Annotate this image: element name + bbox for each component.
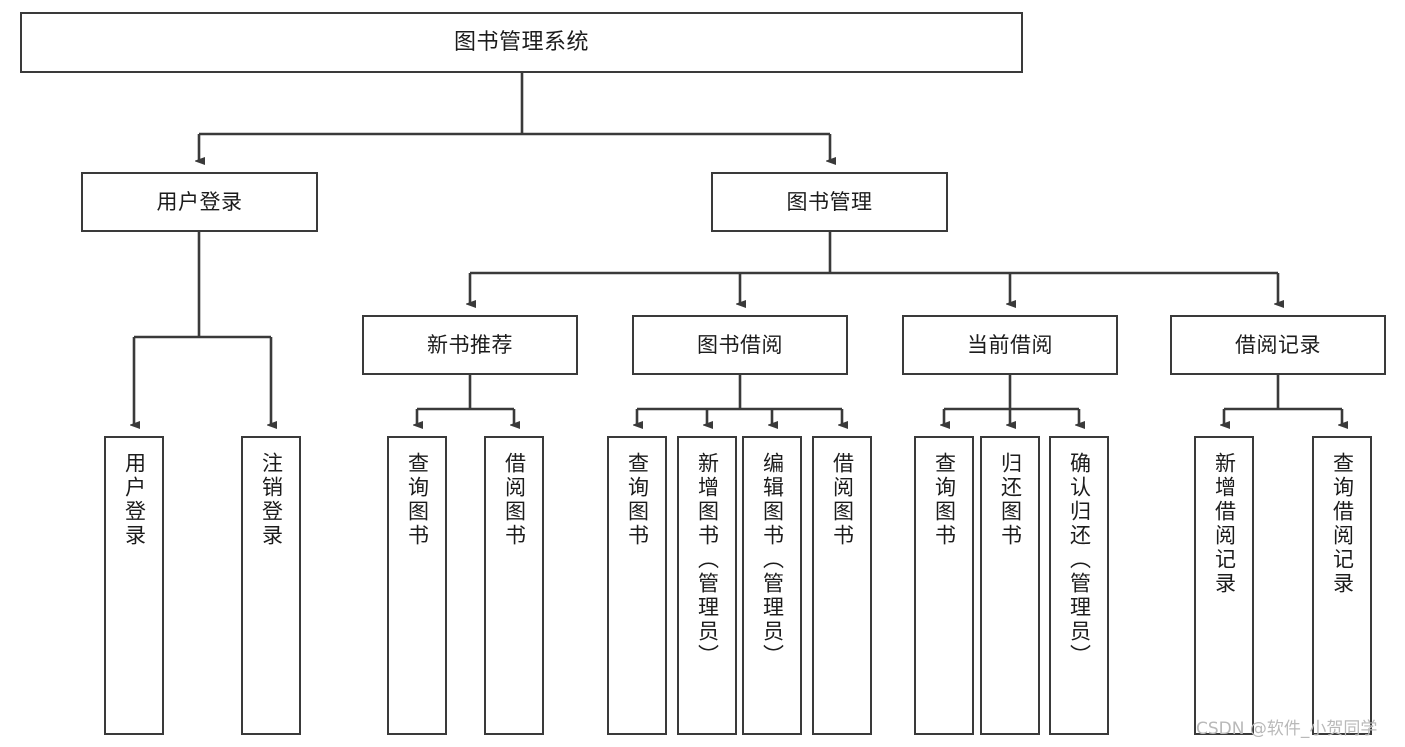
- node-current-borrow-label: 当前借阅: [967, 332, 1053, 357]
- node-borrow-record-label: 借阅记录: [1235, 332, 1321, 357]
- node-leaf-user-login-label: 用户登录: [122, 452, 147, 548]
- node-leaf-edit-book[interactable]: 编辑图书（管理员）: [742, 436, 802, 735]
- node-leaf-query-book-3[interactable]: 查询图书: [914, 436, 974, 735]
- node-current-borrow[interactable]: 当前借阅: [902, 315, 1118, 375]
- node-user-login-label: 用户登录: [156, 189, 243, 214]
- node-leaf-query-record-label: 查询借阅记录: [1330, 452, 1355, 596]
- node-user-login[interactable]: 用户登录: [81, 172, 318, 232]
- node-leaf-add-book[interactable]: 新增图书（管理员）: [677, 436, 737, 735]
- node-leaf-logout-login-label: 注销登录: [259, 452, 284, 548]
- node-leaf-add-record[interactable]: 新增借阅记录: [1194, 436, 1254, 735]
- node-leaf-confirm-return-label: 确认归还（管理员）: [1067, 452, 1092, 668]
- node-leaf-query-book-2-label: 查询图书: [625, 452, 650, 548]
- node-leaf-confirm-return[interactable]: 确认归还（管理员）: [1049, 436, 1109, 735]
- node-leaf-query-book-3-label: 查询图书: [932, 452, 957, 548]
- node-leaf-add-record-label: 新增借阅记录: [1212, 452, 1237, 596]
- node-new-book-recommend-label: 新书推荐: [427, 332, 513, 357]
- node-leaf-return-book[interactable]: 归还图书: [980, 436, 1040, 735]
- node-book-borrow[interactable]: 图书借阅: [632, 315, 848, 375]
- node-root[interactable]: 图书管理系统: [20, 12, 1023, 73]
- node-leaf-edit-book-label: 编辑图书（管理员）: [760, 452, 785, 668]
- watermark: CSDN @软件_小贺同学: [1196, 719, 1378, 739]
- node-leaf-add-book-label: 新增图书（管理员）: [695, 452, 720, 668]
- node-leaf-borrow-book-2-label: 借阅图书: [830, 452, 855, 548]
- node-leaf-query-book-1[interactable]: 查询图书: [387, 436, 447, 735]
- node-new-book-recommend[interactable]: 新书推荐: [362, 315, 578, 375]
- node-leaf-query-book-1-label: 查询图书: [405, 452, 430, 548]
- node-leaf-borrow-book-2[interactable]: 借阅图书: [812, 436, 872, 735]
- node-leaf-query-record[interactable]: 查询借阅记录: [1312, 436, 1372, 735]
- node-leaf-user-login[interactable]: 用户登录: [104, 436, 164, 735]
- node-leaf-logout-login[interactable]: 注销登录: [241, 436, 301, 735]
- node-leaf-return-book-label: 归还图书: [998, 452, 1023, 548]
- node-leaf-borrow-book-1[interactable]: 借阅图书: [484, 436, 544, 735]
- node-book-borrow-label: 图书借阅: [697, 332, 783, 357]
- node-book-management[interactable]: 图书管理: [711, 172, 948, 232]
- node-leaf-query-book-2[interactable]: 查询图书: [607, 436, 667, 735]
- node-borrow-record[interactable]: 借阅记录: [1170, 315, 1386, 375]
- node-book-management-label: 图书管理: [786, 189, 873, 214]
- node-leaf-borrow-book-1-label: 借阅图书: [502, 452, 527, 548]
- node-root-label: 图书管理系统: [453, 29, 589, 55]
